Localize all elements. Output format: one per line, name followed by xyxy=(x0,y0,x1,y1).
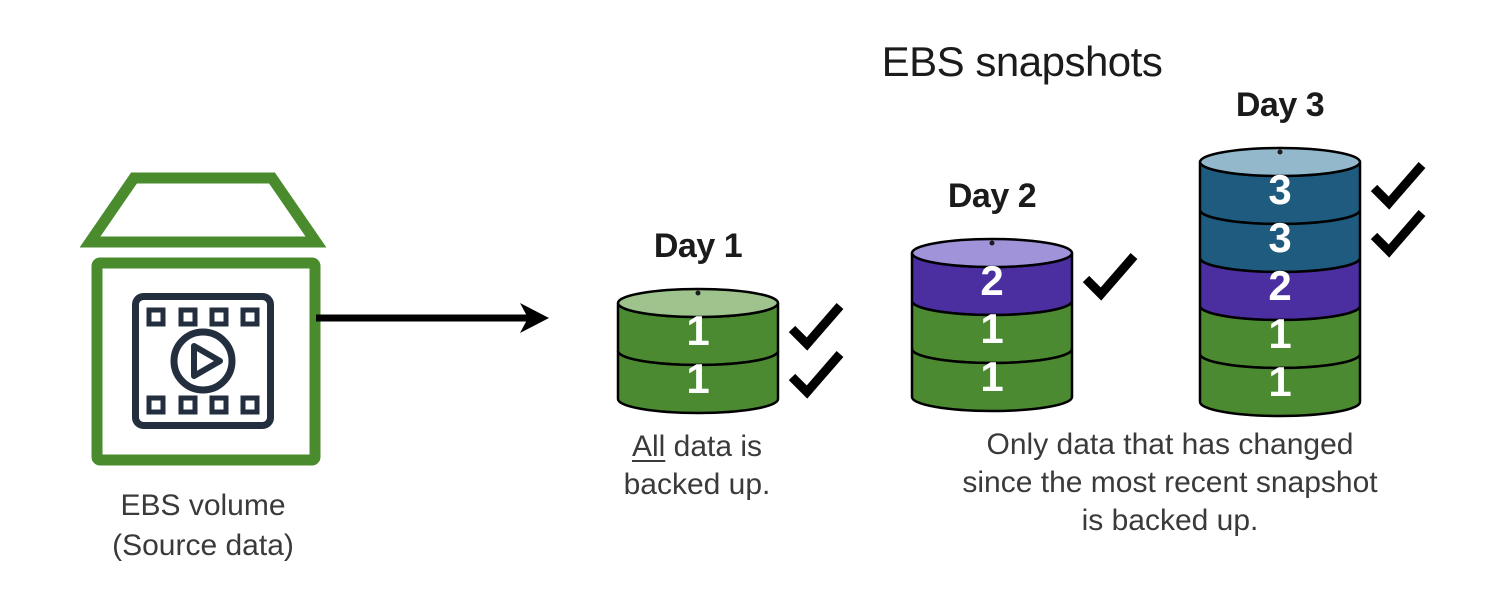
snapshot-segment xyxy=(1198,353,1362,418)
segment-value: 2 xyxy=(1268,262,1291,309)
check-icon xyxy=(1082,253,1138,301)
snapshot-cylinder-svg: 211 xyxy=(910,237,1138,413)
underlined-word: All xyxy=(631,430,666,463)
cylinder-top xyxy=(616,287,780,319)
full-backup-caption-line1: All data is xyxy=(631,430,763,463)
incremental-backup-caption: Only data that has changed since the mos… xyxy=(905,426,1435,540)
cylinder-top-dot xyxy=(989,240,995,246)
segment-value: 1 xyxy=(1268,358,1291,405)
arrow-icon xyxy=(316,303,549,333)
segment-value: 1 xyxy=(980,353,1003,400)
incremental-caption-line3: is backed up. xyxy=(1081,504,1259,537)
segment-value: 3 xyxy=(1268,214,1291,261)
day1-label: Day 1 xyxy=(653,227,743,265)
full-backup-caption: All data is backed up. xyxy=(557,428,837,504)
day3-label: Day 3 xyxy=(1235,86,1325,124)
segment-value: 3 xyxy=(1268,166,1291,213)
cylinder-top-dot xyxy=(695,290,701,296)
source-label: EBS volume (Source data) xyxy=(58,486,348,566)
check-icon xyxy=(1370,162,1426,210)
cylinder-top xyxy=(1198,146,1362,178)
segment-value: 1 xyxy=(980,305,1003,352)
film-icon xyxy=(132,293,274,429)
diagram-title: EBS snapshots xyxy=(881,38,1163,85)
cylinder-top xyxy=(910,237,1074,269)
segment-value: 2 xyxy=(980,257,1003,304)
incremental-caption-line2: since the most recent snapshot xyxy=(962,466,1378,499)
volume-lid-shape xyxy=(80,172,327,248)
source-label-line1: EBS volume xyxy=(120,489,286,522)
source-label-line2: (Source data) xyxy=(112,529,294,562)
snapshot-segment xyxy=(910,348,1074,413)
segment-value: 1 xyxy=(686,355,709,402)
snapshot-cylinder-svg: 11 xyxy=(616,287,844,415)
check-icon xyxy=(1370,210,1426,258)
volume-box-shape xyxy=(91,257,321,466)
segment-value: 1 xyxy=(1268,310,1291,357)
check-icon xyxy=(788,303,844,351)
play-triangle-icon xyxy=(191,343,223,379)
play-circle-icon xyxy=(170,328,236,394)
segment-value: 1 xyxy=(686,307,709,354)
cylinder-top-dot xyxy=(1277,149,1283,155)
day2-label: Day 2 xyxy=(947,177,1037,215)
snapshot-segment xyxy=(616,350,780,415)
incremental-caption-line1: Only data that has changed xyxy=(986,428,1354,461)
check-icon xyxy=(788,351,844,399)
full-backup-caption-line2: backed up. xyxy=(623,468,771,501)
ebs-volume-icon xyxy=(80,172,327,466)
